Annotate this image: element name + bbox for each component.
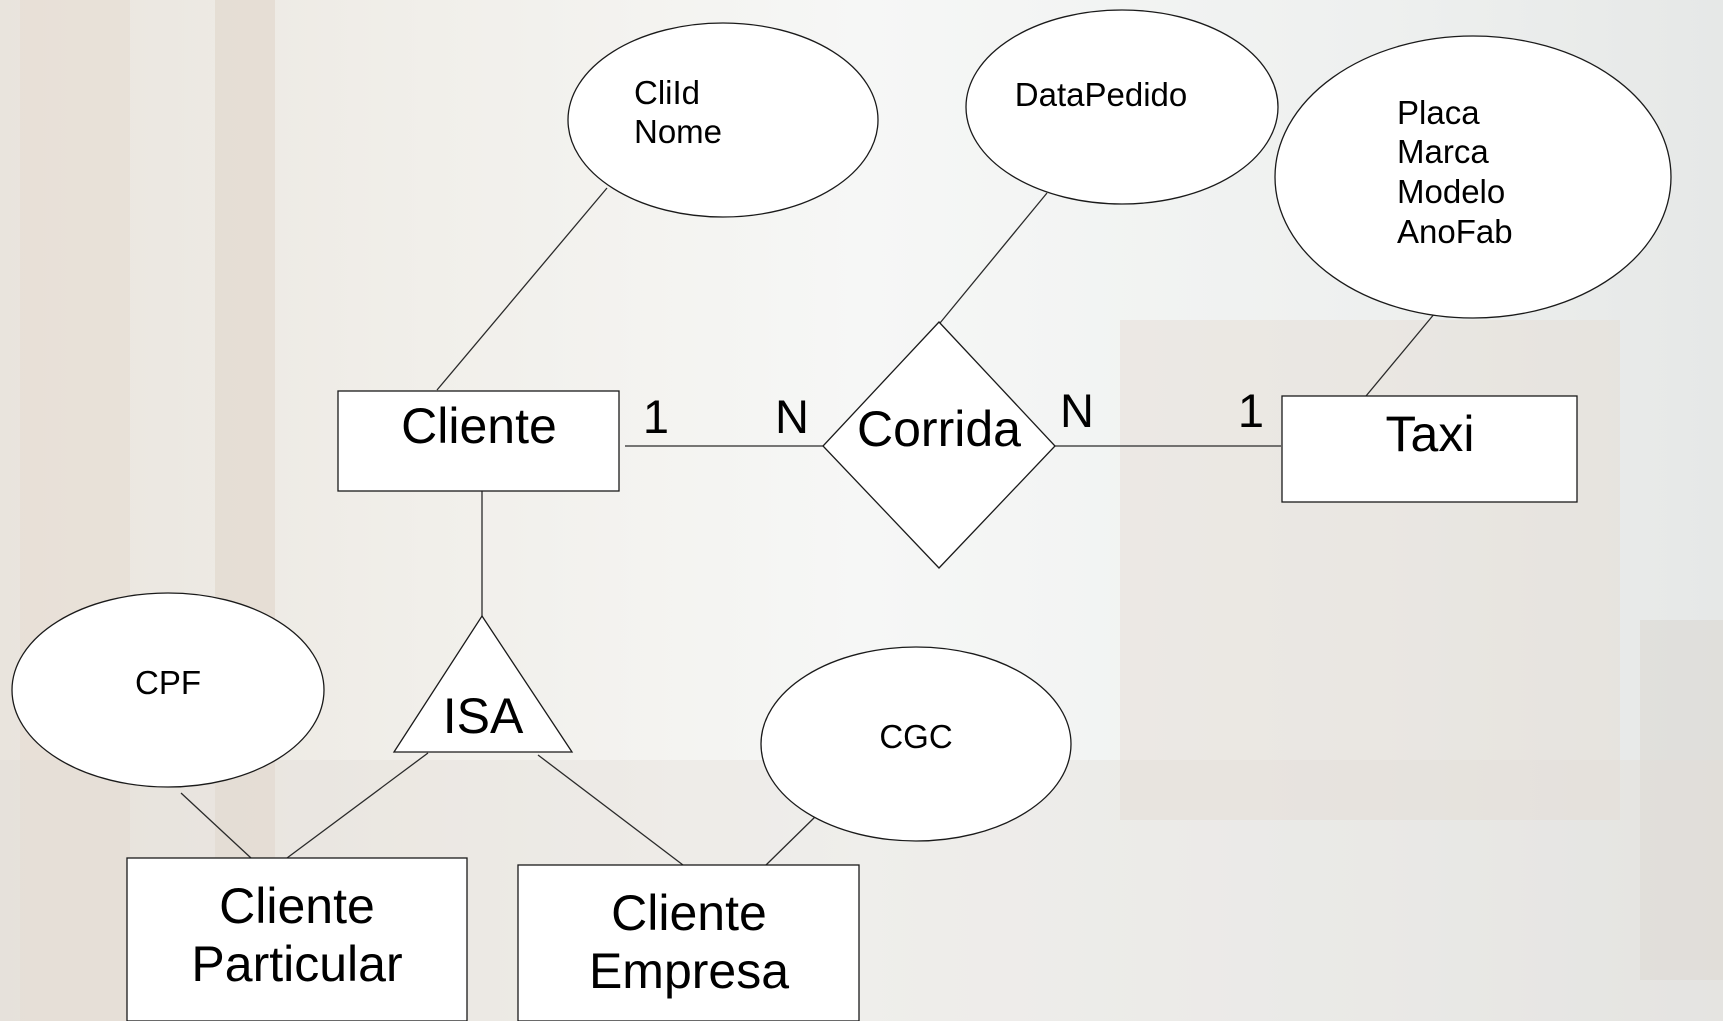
connector-taxi-attributes	[1365, 306, 1441, 397]
entity-taxi-label: Taxi	[1386, 406, 1475, 462]
attribute-ellipse-taxi	[1274, 35, 1672, 319]
entity-taxi	[1281, 395, 1578, 503]
cardinality-taxi-side: 1	[1238, 384, 1264, 437]
connector-corrida-datapedido	[939, 192, 1048, 324]
connector-particular-cpf	[180, 792, 252, 859]
attribute-ellipse-cliente-empresa	[760, 646, 1072, 842]
attribute-marca: Marca	[1397, 133, 1489, 170]
entity-cliente-particular	[126, 857, 468, 1021]
entity-cliente-empresa	[517, 864, 860, 1021]
connector-cliente-attributes	[436, 187, 608, 391]
relationship-corrida-diamond	[822, 321, 1056, 569]
entity-cliente-label: Cliente	[401, 398, 557, 454]
connector-isa-empresa	[537, 754, 684, 866]
attribute-cpf: CPF	[135, 664, 201, 701]
attribute-ellipse-cliente-particular	[11, 592, 325, 788]
attribute-cliid: CliId	[634, 74, 700, 111]
isa-triangle	[392, 614, 574, 753]
attribute-ellipse-corrida	[965, 9, 1279, 205]
attribute-cgc: CGC	[879, 718, 952, 755]
entity-cliente-particular-label-line2: Particular	[191, 936, 402, 992]
attribute-anofab: AnoFab	[1397, 213, 1513, 250]
connector-empresa-cgc	[765, 814, 818, 866]
entity-cliente-empresa-label-line2: Empresa	[589, 943, 789, 999]
cardinality-corrida-right: N	[1060, 384, 1094, 437]
entity-cliente-empresa-label-line1: Cliente	[611, 885, 767, 941]
attribute-nome: Nome	[634, 113, 722, 150]
attribute-placa: Placa	[1397, 94, 1480, 131]
connector-isa-particular	[286, 752, 429, 859]
entity-cliente	[337, 390, 620, 492]
isa-label: ISA	[443, 688, 524, 744]
relationship-corrida-label: Corrida	[857, 401, 1021, 457]
attribute-datapedido: DataPedido	[1015, 76, 1187, 113]
cardinality-corrida-left: N	[775, 390, 809, 443]
attribute-ellipse-cliente	[567, 22, 879, 218]
entity-cliente-particular-label-line1: Cliente	[219, 878, 375, 934]
cardinality-cliente-side: 1	[643, 390, 669, 443]
attribute-modelo: Modelo	[1397, 173, 1505, 210]
